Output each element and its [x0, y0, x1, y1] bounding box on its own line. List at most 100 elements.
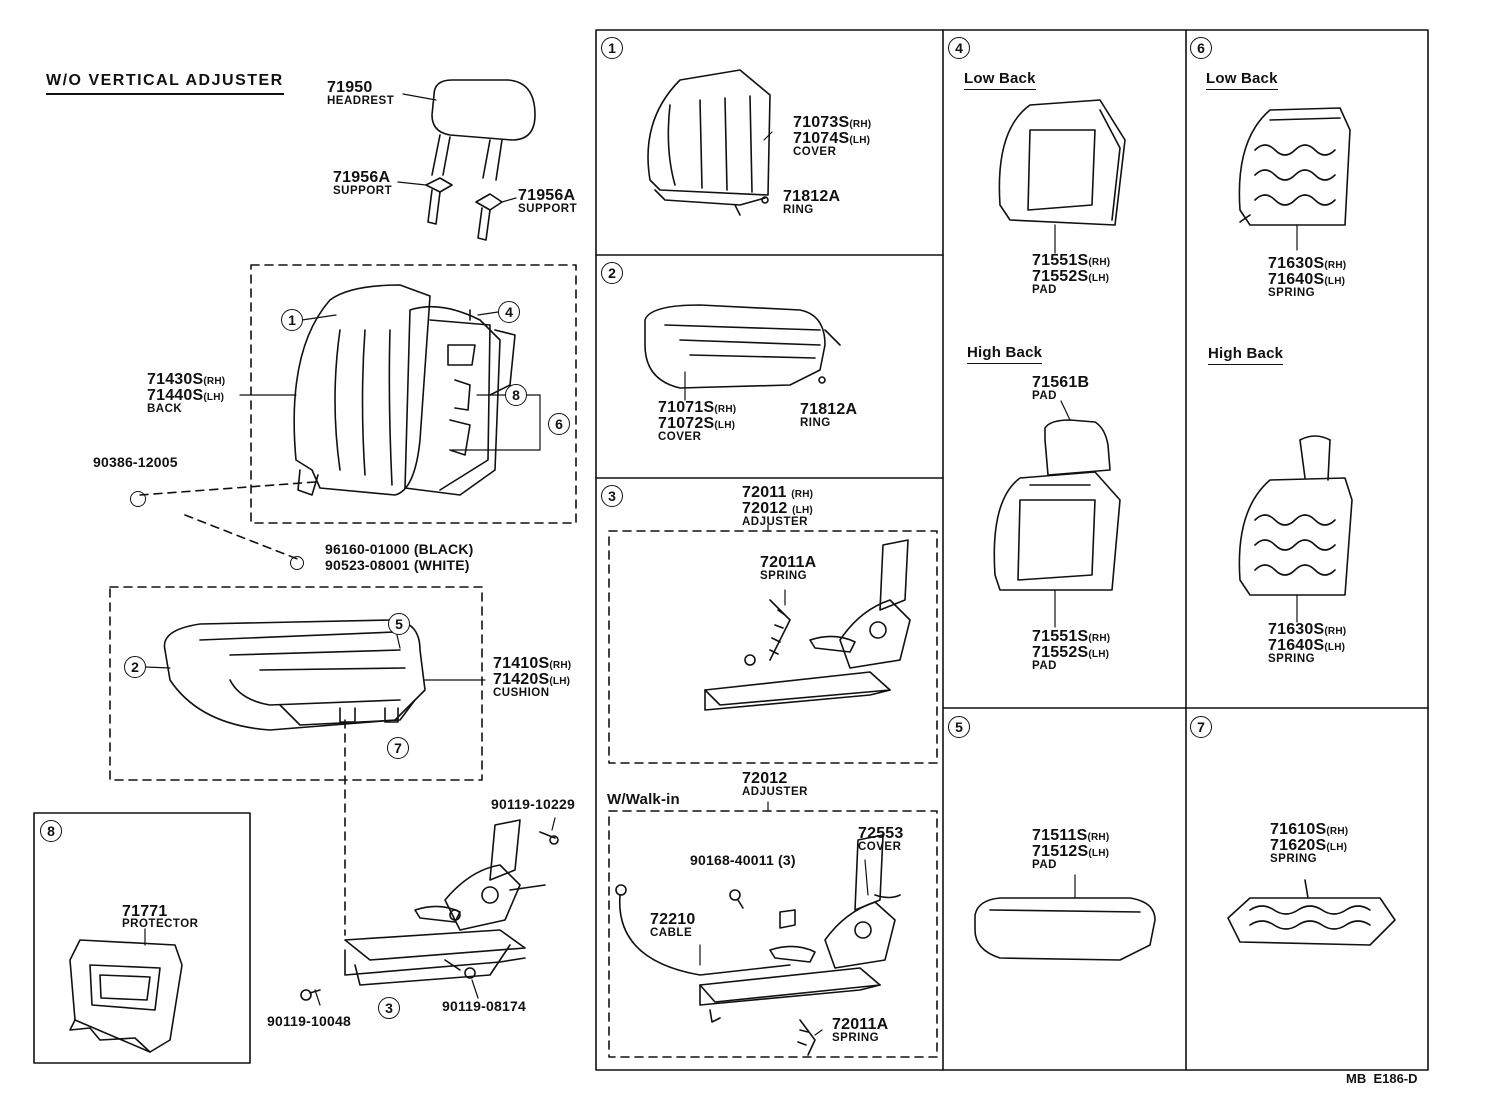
- p3-cable-name: CABLE: [650, 927, 693, 939]
- p4-pad2-lh: 71552S(LH): [1032, 644, 1110, 661]
- p7-spring-lh: 71620S(LH): [1270, 837, 1348, 854]
- protector-drawing: [69, 939, 183, 1053]
- callout-2: 2: [124, 656, 146, 678]
- p3-spring-part-number: 72011A: [760, 554, 817, 571]
- p4-head-pad-part-number: 71561B: [1032, 374, 1090, 391]
- p3-walkin-adjuster-part: 72012: [742, 770, 788, 787]
- panel8-callout: 8: [40, 820, 62, 842]
- footer-code: MB E186-D: [1346, 1071, 1418, 1086]
- p3-spring-name: SPRING: [760, 570, 808, 582]
- p3-adjuster-drawing: [704, 539, 911, 711]
- back-name: BACK: [147, 403, 183, 415]
- p6-spring2-name: SPRING: [1268, 653, 1316, 665]
- clip-part-black: 96160-01000 (BLACK): [325, 541, 474, 557]
- panel-grid: [595, 29, 1429, 1071]
- p1-cover-rh: 71073S(RH): [793, 114, 872, 131]
- p4-high-back-heading: High Back: [967, 345, 1043, 364]
- p6-high-back-heading: High Back: [1208, 346, 1284, 365]
- p5-pad-rh: 71511S(RH): [1032, 827, 1110, 844]
- p3-adjuster-rh: 72011 (RH): [742, 484, 814, 501]
- leader-lines: [144, 93, 1298, 1036]
- cushion-drawing: [163, 619, 426, 731]
- p7-spring-drawing: [1227, 879, 1396, 946]
- callout-3: 3: [378, 997, 400, 1019]
- p4-pad2-rh: 71551S(RH): [1032, 628, 1111, 645]
- bolt-icon: [130, 491, 146, 507]
- p6-spring-name: SPRING: [1268, 287, 1316, 299]
- p2-ring-name: RING: [800, 417, 831, 429]
- p6-springs-drawing: [1238, 107, 1353, 596]
- p4-pad-name: PAD: [1032, 284, 1057, 296]
- p3-screw-part-number: 90168-40011 (3): [690, 852, 796, 868]
- seatback-drawing: [293, 284, 516, 496]
- p5-pad-lh: 71512S(LH): [1032, 843, 1110, 860]
- p3-walkin-drawing: [615, 834, 901, 1056]
- callout-7: 7: [387, 737, 409, 759]
- panel3-callout: 3: [601, 485, 623, 507]
- p7-spring-name: SPRING: [1270, 853, 1318, 865]
- headrest-part-number: 71950: [327, 79, 373, 96]
- callout-4: 4: [498, 301, 520, 323]
- p5-pad-drawing: [974, 897, 1156, 961]
- support-left-part-number: 71956A: [333, 169, 391, 186]
- p2-cover-rh: 71071S(RH): [658, 399, 737, 416]
- p3-spring2-name: SPRING: [832, 1032, 880, 1044]
- headrest-drawing: [425, 79, 536, 241]
- p6-spring2-lh: 71640S(LH): [1268, 637, 1346, 654]
- panel7-callout: 7: [1190, 716, 1212, 738]
- panel1-callout: 1: [601, 37, 623, 59]
- p4-pad2-name: PAD: [1032, 660, 1057, 672]
- clip-icon: [290, 556, 304, 570]
- back-part-rh: 71430S(RH): [147, 371, 226, 388]
- p4-pads-drawing: [993, 99, 1126, 591]
- clip-part-white: 90523-08001 (WHITE): [325, 557, 470, 573]
- p3-walkin-adjuster-name: ADJUSTER: [742, 786, 808, 798]
- p4-pad-lh: 71552S(LH): [1032, 268, 1110, 285]
- protector-name: PROTECTOR: [122, 918, 199, 930]
- support-right-name: SUPPORT: [518, 203, 578, 215]
- adjuster-main-drawing: [300, 819, 559, 1001]
- p2-cover-name: COVER: [658, 431, 702, 443]
- p1-ring-name: RING: [783, 204, 814, 216]
- dashed-groups: [109, 264, 938, 1058]
- cushion-part-lh: 71420S(LH): [493, 671, 571, 688]
- panel4-callout: 4: [948, 37, 970, 59]
- p1-cover-name: COVER: [793, 146, 837, 158]
- callout-8: 8: [505, 384, 527, 406]
- panel8-frame: [33, 812, 251, 1064]
- support-left-name: SUPPORT: [333, 185, 393, 197]
- bolt-right-part-number: 90119-08174: [442, 998, 526, 1014]
- p7-spring-rh: 71610S(RH): [1270, 821, 1349, 838]
- p3-adjuster-name: ADJUSTER: [742, 516, 808, 528]
- p1-cover-lh: 71074S(LH): [793, 130, 871, 147]
- p1-ring-part-number: 71812A: [783, 188, 841, 205]
- p3-walkin-label: W/Walk-in: [607, 791, 680, 808]
- p3-cover-name: COVER: [858, 841, 902, 853]
- panel5-callout: 5: [948, 716, 970, 738]
- cushion-part-rh: 71410S(RH): [493, 655, 572, 672]
- panel6-callout: 6: [1190, 37, 1212, 59]
- p6-low-back-heading: Low Back: [1206, 71, 1278, 90]
- back-part-lh: 71440S(LH): [147, 387, 225, 404]
- p1-cover-drawing: [647, 69, 771, 216]
- p5-pad-name: PAD: [1032, 859, 1057, 871]
- diagram-title: W/O VERTICAL ADJUSTER: [46, 73, 284, 95]
- support-right-part-number: 71956A: [518, 187, 576, 204]
- p3-spring2-part-number: 72011A: [832, 1016, 889, 1033]
- bolt-part-number: 90386-12005: [93, 454, 178, 470]
- callout-5: 5: [388, 613, 410, 635]
- p6-spring-rh: 71630S(RH): [1268, 255, 1347, 272]
- callout-1: 1: [281, 309, 303, 331]
- p6-spring2-rh: 71630S(RH): [1268, 621, 1347, 638]
- p3-adjuster-lh: 72012 (LH): [742, 500, 813, 517]
- p6-spring-lh: 71640S(LH): [1268, 271, 1346, 288]
- bolt-left-part-number: 90119-10048: [267, 1013, 351, 1029]
- p3-cover-part-number: 72553: [858, 825, 904, 842]
- p3-cable-part-number: 72210: [650, 911, 696, 928]
- cushion-name: CUSHION: [493, 687, 550, 699]
- p2-cover-drawing: [644, 304, 841, 389]
- bolt-upper-part-number: 90119-10229: [491, 796, 575, 812]
- panel2-callout: 2: [601, 262, 623, 284]
